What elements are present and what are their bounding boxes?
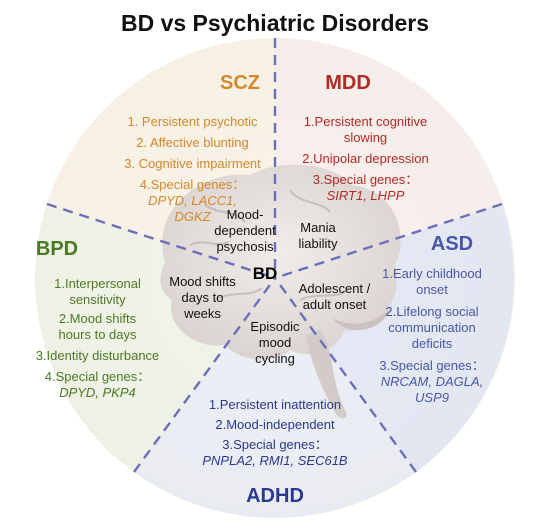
dashed-dividers	[46, 38, 503, 473]
overlap-bpd-line-2: days to	[181, 290, 224, 305]
bpd-item-2b: hours to days	[58, 327, 137, 342]
center-bd-label: BD	[252, 264, 278, 283]
adhd-items: 1.Persistent inattention 2.Mood-independ…	[180, 397, 370, 469]
overlap-mdd-line-1: Mania	[300, 220, 336, 235]
asd-item-2b: communication	[388, 320, 476, 335]
brain-illustration	[160, 164, 401, 419]
mdd-items: 1.Persistent cognitive slowing 2.Unipola…	[283, 114, 448, 204]
bpd-title: BPD	[35, 238, 79, 260]
adhd-item-1: 1.Persistent inattention	[208, 397, 342, 412]
overlap-adhd-line-2: mood	[258, 335, 292, 350]
asd-item-3: 3.Special genes：	[379, 358, 485, 373]
scz-items: 1. Persistent psychotic 2. Affective blu…	[100, 114, 285, 225]
bpd-item-3: 3.Identity disturbance	[35, 348, 160, 363]
mdd-genes: SIRT1, LHPP	[326, 188, 405, 203]
asd-item-2c: deficits	[411, 336, 453, 351]
asd-genes-1: NRCAM, DAGLA,	[380, 374, 484, 389]
bpd-item-2: 2.Mood shifts	[58, 311, 137, 326]
scz-item-4: 4.Special genes：	[139, 177, 246, 192]
mdd-title: MDD	[325, 72, 371, 94]
bpd-genes: DPYD, PKP4	[59, 385, 136, 400]
overlap-adhd-line-1: Episodic	[250, 319, 300, 334]
overlap-adhd: Episodic mood cycling	[235, 319, 315, 367]
asd-item-1: 1.Early childhood	[382, 266, 482, 281]
asd-title: ASD	[430, 233, 474, 255]
mdd-item-2: 2.Unipolar depression	[302, 151, 429, 166]
scz-genes-2: DGKZ	[174, 209, 211, 224]
overlap-bpd-line-1: Mood shifts	[169, 274, 236, 289]
diagram-title: BD vs Psychiatric Disorders	[120, 10, 430, 36]
bpd-item-4: 4.Special genes：	[44, 369, 151, 384]
adhd-item-2: 2.Mood-independent	[215, 417, 335, 432]
mdd-item-1b: slowing	[343, 130, 388, 145]
overlap-scz-line-2: dependent	[214, 223, 276, 238]
bpd-items: 1.Interpersonal sensitivity 2.Mood shift…	[20, 276, 175, 401]
scz-item-2: 2. Affective blunting	[136, 135, 249, 150]
overlap-asd-line-1: Adolescent /	[298, 281, 371, 296]
mdd-item-1: 1.Persistent cognitive	[303, 114, 428, 129]
mdd-item-3: 3.Special genes：	[312, 172, 419, 187]
adhd-item-3: 3.Special genes：	[222, 437, 328, 452]
overlap-bpd: Mood shifts days to weeks	[160, 274, 245, 322]
scz-item-1: 1. Persistent psychotic	[127, 114, 258, 129]
adhd-genes: PNPLA2, RMI1, SEC61B	[202, 453, 348, 468]
asd-item-1b: onset	[416, 282, 448, 297]
overlap-scz-line-1: Mood-	[226, 207, 264, 222]
scz-genes-1: DPYD, LACC1,	[148, 193, 237, 208]
overlap-asd-line-2: adult onset	[302, 297, 367, 312]
overlap-bpd-line-3: weeks	[184, 306, 221, 321]
overlap-mdd: Mania liability	[283, 220, 353, 252]
scz-item-3: 3. Cognitive impairment	[124, 156, 261, 171]
overlap-asd: Adolescent / adult onset	[287, 281, 382, 313]
asd-items: 1.Early childhood onset 2.Lifelong socia…	[357, 266, 507, 406]
sector-adhd	[134, 278, 416, 518]
overlap-scz: Mood- dependent psychosis	[200, 207, 290, 255]
overlap-scz-line-3: psychosis	[216, 239, 274, 254]
bpd-item-1: 1.Interpersonal	[54, 276, 141, 291]
bpd-item-1b: sensitivity	[69, 292, 126, 307]
asd-item-2: 2.Lifelong social	[385, 304, 479, 319]
asd-genes-2: USP9	[415, 390, 449, 405]
overlap-adhd-line-3: cycling	[255, 351, 295, 366]
scz-title: SCZ	[220, 72, 260, 94]
adhd-title: ADHD	[246, 485, 304, 507]
overlap-mdd-line-2: liability	[298, 236, 338, 251]
